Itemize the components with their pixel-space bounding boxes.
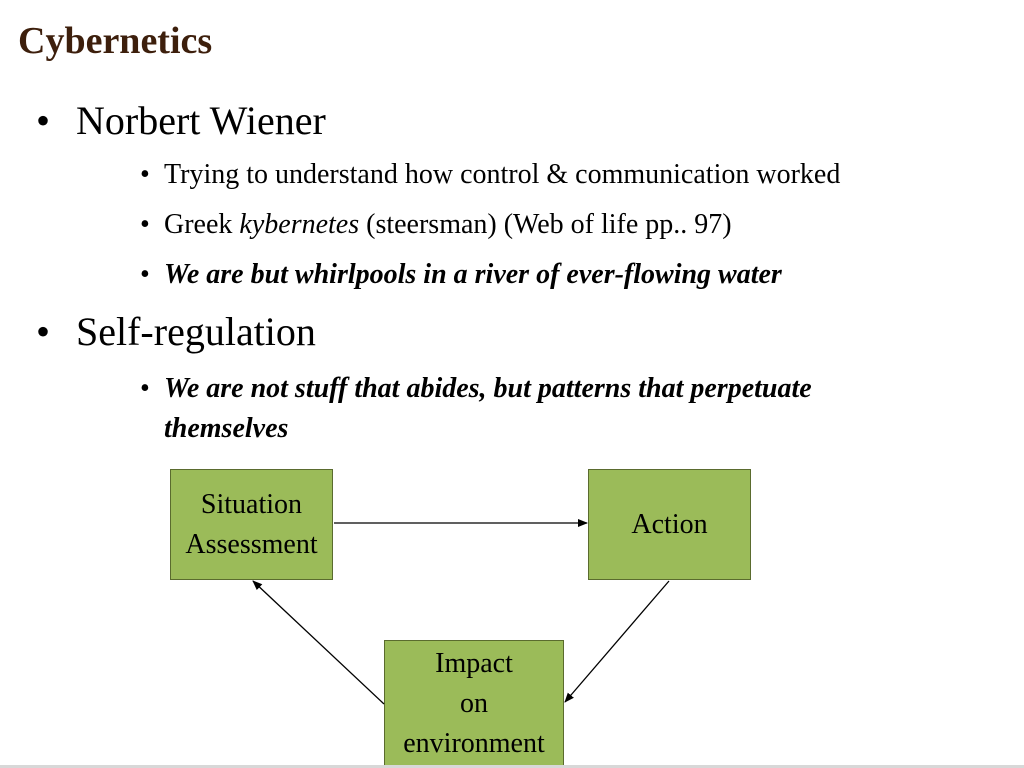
impact-environment-box: Impact on environment	[384, 640, 564, 768]
bullet-glyph: •	[140, 259, 150, 290]
sub-bullet-text: Greek kybernetes (steersman) (Web of lif…	[164, 205, 1010, 245]
box-label-line: Action	[631, 508, 708, 540]
bullet-glyph: •	[140, 209, 150, 240]
box-label-line: Assessment	[185, 528, 318, 560]
sub-bullet-text: Trying to understand how control & commu…	[164, 159, 841, 190]
slide-bottom-rule	[0, 765, 1024, 768]
sub-bullet-italic-term: kybernetes	[239, 209, 360, 240]
sub-bullet-greek-kybernetes: • Greek kybernetes (steersman) (Web of l…	[140, 205, 1010, 245]
action-box: Action	[588, 469, 751, 580]
bullet-glyph: •	[36, 98, 51, 143]
bullet-label: Self-regulation	[76, 309, 316, 354]
slide-title: Cybernetics	[18, 20, 213, 62]
box-label-line: environment	[403, 728, 545, 759]
arrow-impact-to-situation	[252, 580, 385, 705]
box-label-line: Situation	[200, 488, 303, 520]
bullet-glyph: •	[140, 373, 150, 404]
sub-bullet-suffix: (steersman) (Web of life pp.. 97)	[359, 209, 732, 240]
arrow-action-to-impact	[564, 580, 670, 703]
bullet-glyph: •	[140, 159, 150, 190]
bullet-label: Norbert Wiener	[76, 98, 326, 143]
quote-line-2: themselves	[164, 413, 289, 444]
bullet-norbert-wiener: • Norbert Wiener	[36, 97, 326, 145]
sub-bullet-quote: We are but whirlpools in a river of ever…	[164, 259, 782, 290]
sub-bullet-control-communication: • Trying to understand how control & com…	[140, 155, 1010, 195]
box-label-line: Impact	[435, 648, 513, 679]
sub-bullet-patterns: • We are not stuff that abides, but patt…	[140, 369, 1010, 449]
sub-bullet-quote: We are not stuff that abides, but patter…	[164, 369, 1010, 449]
box-label-line: on	[460, 688, 488, 719]
sub-bullet-whirlpools: • We are but whirlpools in a river of ev…	[140, 255, 1010, 295]
sub-bullet-prefix: Greek	[164, 209, 240, 240]
bullet-self-regulation: • Self-regulation	[36, 308, 316, 356]
quote-line-1: We are not stuff that abides, but patter…	[164, 373, 812, 404]
situation-assessment-box: Situation Assessment	[170, 469, 333, 580]
bullet-glyph: •	[36, 309, 51, 354]
